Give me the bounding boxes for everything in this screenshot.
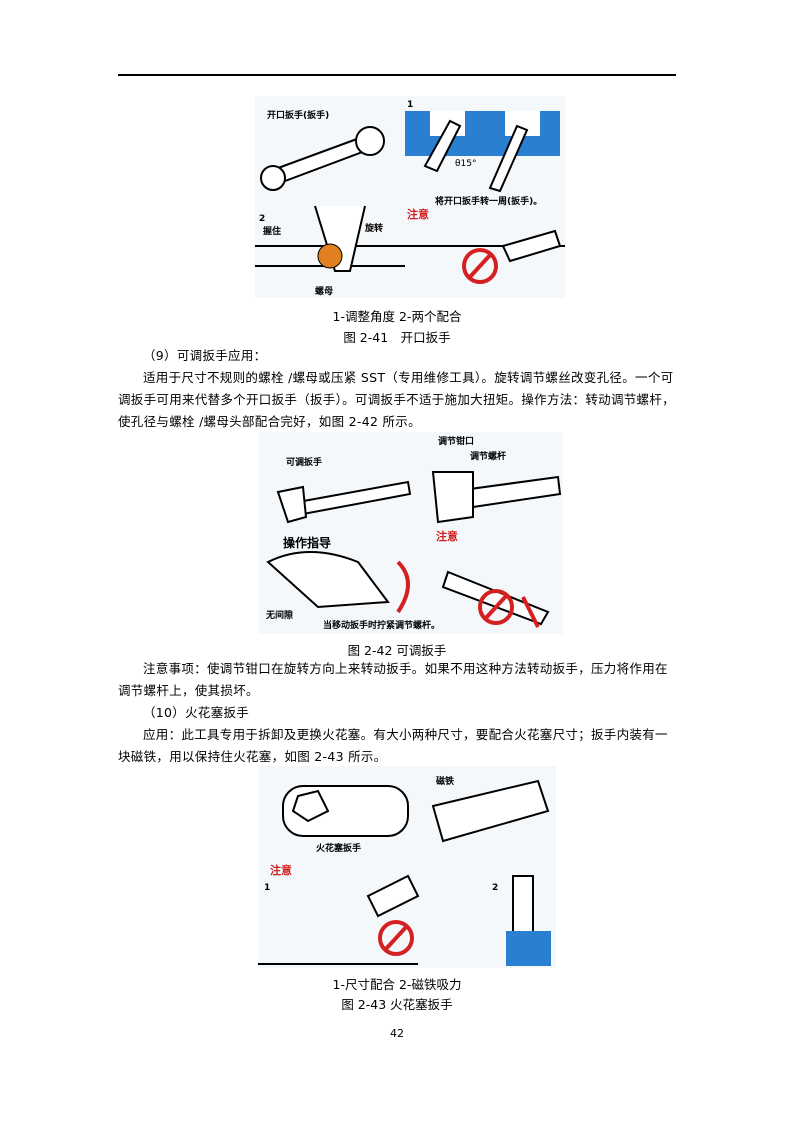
page-number: 42 bbox=[390, 1027, 404, 1040]
label-adjustable: 可调扳手 bbox=[286, 456, 322, 468]
heading-10: （10）火花塞扳手 bbox=[143, 705, 250, 720]
heading-9: （9）可调扳手应用： bbox=[143, 348, 267, 363]
figure-caption: 图 2-43 火花塞扳手 bbox=[341, 997, 453, 1012]
figure-adjustable-wrench: 可调扳手 调节钳口 调节螺杆 操作指导 注意 无间隙 当移动扳手时拧紧调节螺杆。 bbox=[258, 432, 563, 634]
label-nut: 螺母 bbox=[315, 285, 333, 297]
label-rotate: 旋转 bbox=[364, 222, 383, 234]
label-caution: 注意 bbox=[436, 529, 458, 543]
section-heading: （9）可调扳手应用： bbox=[118, 345, 676, 367]
label-caution: 注意 bbox=[407, 207, 429, 221]
figure-open-wrench: 开口扳手(扳手) 1 θ15° 将开口扳手转一周(扳手)。 2 握住 旋转 螺母… bbox=[255, 96, 565, 298]
label-turn: 将开口扳手转一周(扳手)。 bbox=[435, 195, 542, 207]
label-caution: 注意 bbox=[270, 863, 292, 877]
figure-caption: 图 2-42 可调扳手 bbox=[347, 643, 447, 658]
figure-subcaption: 1-尺寸配合 2-磁铁吸力 bbox=[332, 977, 462, 992]
figure-spark-plug-wrench: 磁铁 火花塞扳手 注意 1 2 bbox=[258, 766, 556, 968]
note-paragraph: 注意事项：使调节钳口在旋转方向上来转动扳手。如果不用这种方法转动扳手，压力将作用… bbox=[118, 661, 668, 698]
label-hold: 握住 bbox=[263, 225, 281, 237]
label-magnet: 磁铁 bbox=[436, 775, 454, 787]
paragraph: 适用于尺寸不规则的螺栓 /螺母或压紧 SST（专用维修工具）。旋转调节螺丝改变孔… bbox=[118, 370, 675, 429]
label-2: 2 bbox=[492, 883, 498, 893]
label-1: 1 bbox=[407, 100, 413, 110]
paragraph: 应用：此工具专用于拆卸及更换火花塞。有大小两种尺寸，要配合火花塞尺寸；扳手内装有… bbox=[118, 727, 668, 764]
label-1: 1 bbox=[264, 883, 270, 893]
header-rule bbox=[118, 74, 676, 76]
label-tighten: 当移动扳手时拧紧调节螺杆。 bbox=[323, 619, 440, 631]
label-nogap: 无间隙 bbox=[265, 609, 293, 621]
label-guide: 操作指导 bbox=[283, 535, 331, 550]
label-spark-wrench: 火花塞扳手 bbox=[316, 842, 361, 854]
label-2: 2 bbox=[259, 214, 265, 224]
label-screw: 调节螺杆 bbox=[470, 450, 506, 462]
label-open-wrench: 开口扳手(扳手) bbox=[267, 109, 329, 121]
figure-subcaption: 1-调整角度 2-两个配合 bbox=[332, 309, 462, 324]
figure-caption: 图 2-41 开口扳手 bbox=[343, 330, 451, 345]
label-angle: θ15° bbox=[455, 159, 476, 169]
label-jaw: 调节钳口 bbox=[438, 435, 474, 447]
